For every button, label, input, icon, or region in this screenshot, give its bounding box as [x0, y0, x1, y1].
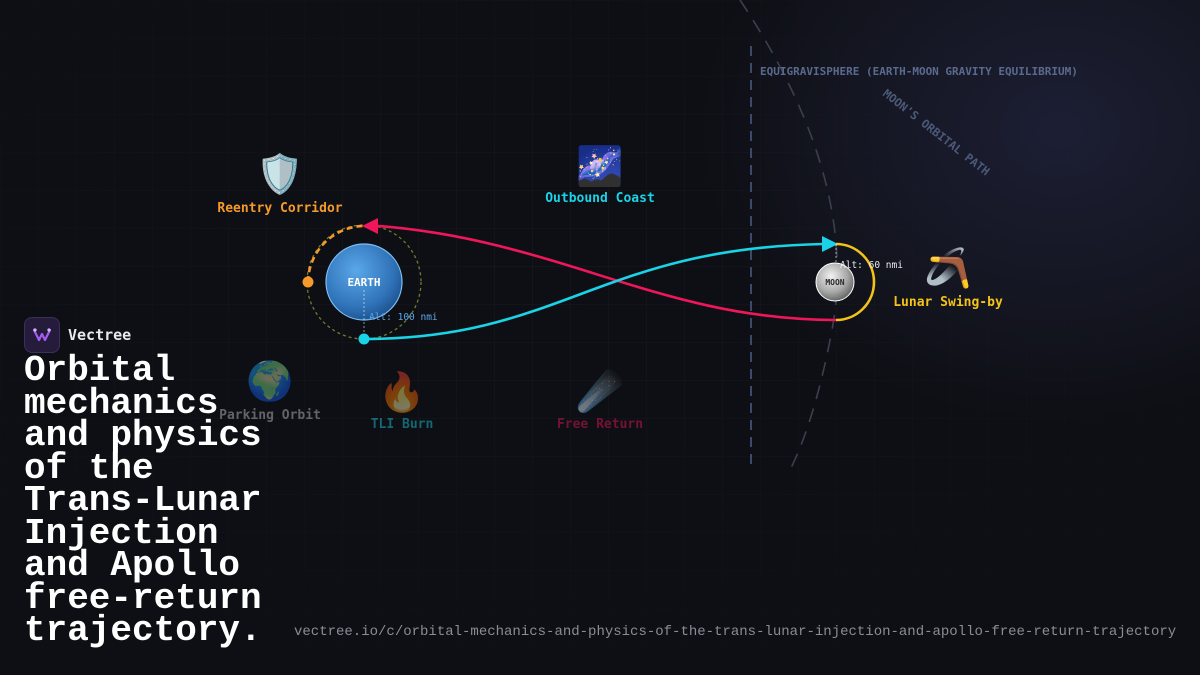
boomerang-icon: 🪃 [924, 246, 972, 290]
reentry-point [302, 276, 314, 288]
moon-altitude-label: Alt: 60 nmi [840, 260, 903, 271]
earth-label: EARTH [347, 276, 380, 289]
shield-icon: 🛡️ [256, 152, 304, 196]
fire-icon: 🔥 [378, 370, 426, 414]
phase-parking-label: Parking Orbit [219, 408, 321, 423]
vectree-logo-icon [24, 317, 60, 353]
milky-way-icon: 🌌 [576, 144, 624, 188]
lunar-swingby-arc [835, 242, 876, 322]
tli-point [358, 333, 370, 345]
earth-altitude-label: Alt: 100 nmi [369, 312, 438, 323]
parking-orbit-ring [306, 224, 422, 340]
comet-icon: ☄️ [576, 369, 624, 413]
moon-body [815, 262, 855, 302]
page-title: Orbital mechanics and physics of the Tra… [24, 350, 262, 651]
return-trajectory [377, 224, 837, 322]
outbound-trajectory [363, 242, 825, 341]
phase-tli-label: TLI Burn [370, 417, 434, 432]
moon-label: MOON [825, 278, 844, 287]
phase-free-return-label: Free Return [556, 417, 644, 432]
page-url[interactable]: vectree.io/c/orbital-mechanics-and-physi… [294, 624, 1177, 640]
equigravisphere-label: EQUIGRAVISPHERE (EARTH-MOON GRAVITY EQUI… [760, 65, 1078, 78]
outbound-arrow [822, 236, 838, 252]
phase-swingby-label: Lunar Swing-by [893, 295, 1003, 310]
phase-outbound-label: Outbound Coast [545, 191, 655, 206]
reentry-arc [306, 224, 369, 283]
brand-name: Vectree [68, 326, 132, 344]
brand[interactable]: Vectree [24, 317, 131, 353]
globe-icon: 🌍 [246, 359, 294, 403]
return-arrow [362, 218, 378, 234]
phase-reentry-label: Reentry Corridor [217, 201, 343, 216]
